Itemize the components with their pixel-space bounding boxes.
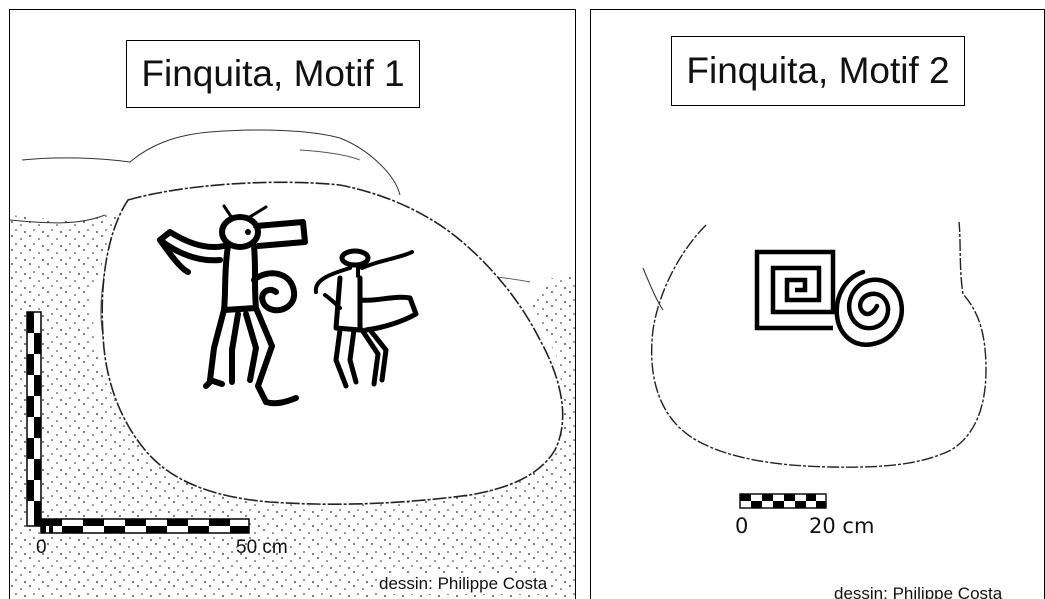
scale-bar (739, 493, 827, 509)
vertical-scale-bar (26, 311, 42, 527)
motif-1-drawing (10, 129, 575, 599)
drawing-credit: dessin: Philippe Costa (832, 584, 1005, 599)
motif-2-title: Finquita, Motif 2 (671, 36, 965, 106)
panel-motif-1: Finquita, Motif 1 0 50 cm dessin: Philip… (9, 9, 576, 599)
rock-outline (650, 221, 987, 468)
petroglyph-figure-large (157, 204, 308, 407)
drawing-credit: dessin: Philippe Costa (377, 574, 550, 594)
petroglyph-figure-small (313, 248, 419, 389)
scale-start-label: 0 (735, 514, 749, 538)
motif-1-title: Finquita, Motif 1 (126, 40, 420, 108)
horizontal-scale-bar (40, 518, 250, 534)
motif-2-drawing (642, 221, 987, 509)
panel-motif-2: Finquita, Motif 2 0 20 cm dessin: Philip… (590, 9, 1045, 599)
background-rock-outline (21, 129, 401, 196)
stippled-ground (10, 210, 575, 599)
petroglyph-round-spiral (834, 269, 905, 347)
petroglyph-square-spiral (754, 249, 836, 331)
scale-end-label: 20 cm (809, 514, 875, 538)
scale-end-label: 50 cm (236, 537, 288, 558)
scale-start-label: 0 (36, 537, 47, 558)
